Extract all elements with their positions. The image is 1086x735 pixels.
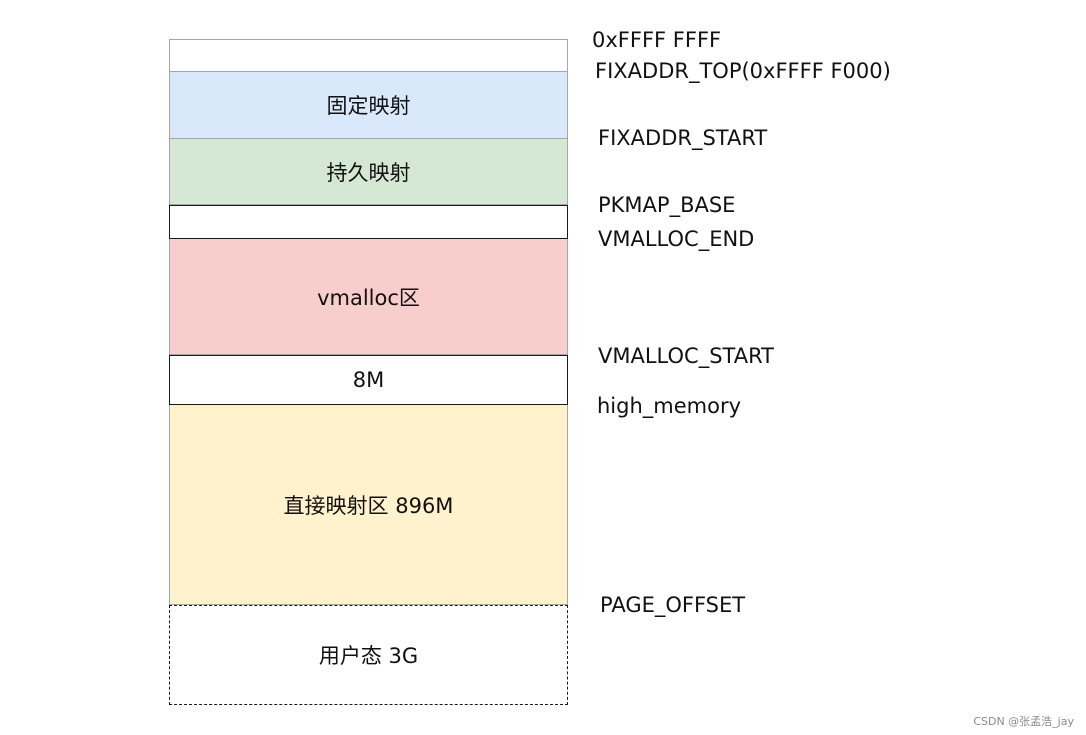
block-top — [169, 39, 568, 72]
watermark: CSDN @张孟浩_jay — [973, 715, 1074, 728]
label-vmalloc-end: VMALLOC_END — [598, 227, 755, 251]
block-vmalloc: vmalloc区 — [169, 239, 568, 355]
label-vmalloc-start: VMALLOC_START — [598, 344, 774, 368]
block-direct: 直接映射区 896M — [169, 405, 568, 605]
label-fixaddr-start: FIXADDR_START — [598, 126, 768, 150]
label-page-offset: PAGE_OFFSET — [600, 593, 746, 617]
block-user: 用户态 3G — [169, 605, 568, 705]
label-top-addr: 0xFFFF FFFF — [592, 28, 722, 52]
block-gap — [169, 205, 568, 239]
block-user-label: 用户态 3G — [318, 644, 419, 668]
block-fixmap: 固定映射 — [169, 72, 568, 139]
block-guard-label: 8M — [352, 368, 385, 392]
block-direct-label: 直接映射区 896M — [283, 493, 454, 518]
label-pkmap-base: PKMAP_BASE — [598, 193, 736, 217]
block-pkmap-label: 持久映射 — [326, 160, 411, 185]
label-fixaddr-top: FIXADDR_TOP(0xFFFF F000) — [595, 59, 891, 83]
block-vmalloc-label: vmalloc区 — [317, 285, 420, 310]
block-fixmap-label: 固定映射 — [326, 94, 411, 118]
block-pkmap: 持久映射 — [169, 139, 568, 205]
label-high-memory: high_memory — [597, 394, 742, 418]
block-guard: 8M — [169, 355, 568, 405]
